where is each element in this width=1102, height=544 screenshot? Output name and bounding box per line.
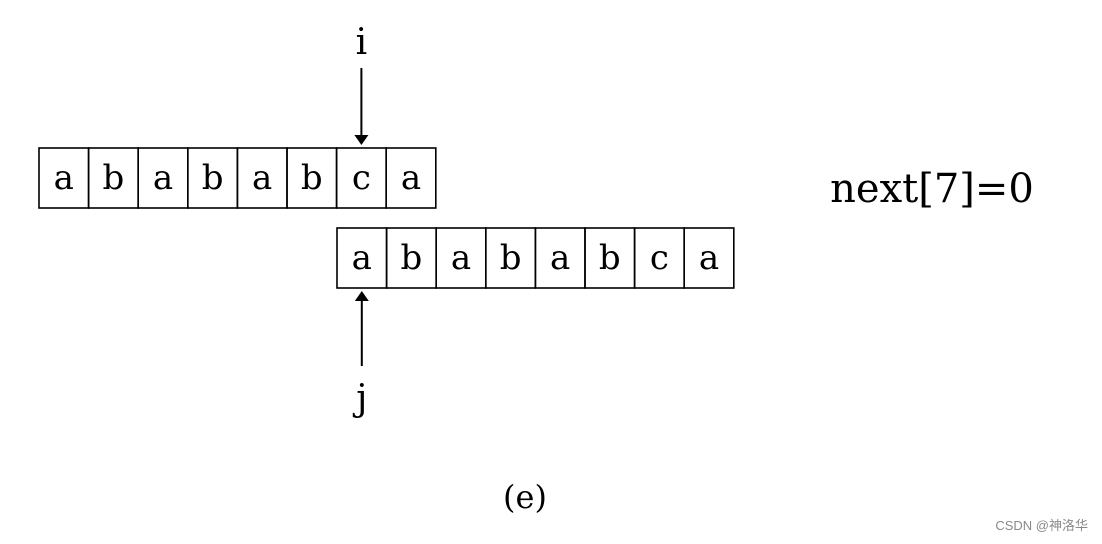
top-string-cell: b <box>286 147 338 209</box>
pattern-string-cell-char: a <box>550 238 570 278</box>
top-string-cell: a <box>38 147 90 209</box>
pattern-string-cell: b <box>584 227 636 289</box>
top-string-cell-char: c <box>352 158 371 198</box>
top-string-cell: b <box>87 147 139 209</box>
pattern-string-cell: c <box>633 227 685 289</box>
top-string-cell-char: a <box>153 158 173 198</box>
top-string-cell: a <box>385 147 437 209</box>
pattern-string-cell-char: a <box>699 238 719 278</box>
pattern-string-cell-char: a <box>451 238 471 278</box>
top-string-cell-char: a <box>54 158 74 198</box>
pointer-i-label: i <box>356 22 368 63</box>
pattern-string-cell: a <box>336 227 388 289</box>
top-string-cell: a <box>236 147 288 209</box>
next-value-equation: next[7]=0 <box>830 166 1034 212</box>
pattern-string-cell: b <box>484 227 537 289</box>
pattern-string-cell: b <box>385 227 438 289</box>
pattern-string-cell-char: a <box>352 238 372 278</box>
top-string-cell-char: a <box>252 158 272 198</box>
top-string-cell-char: b <box>202 158 224 198</box>
pattern-string-cell: a <box>534 227 586 289</box>
watermark: CSDN @神洛华 <box>995 518 1088 533</box>
top-string-cell-box <box>385 147 437 209</box>
top-string-cell: c <box>335 147 388 209</box>
top-string-cell: b <box>187 147 239 209</box>
pointer-j-label: j <box>352 378 367 419</box>
pattern-string-cell: a <box>435 227 487 289</box>
figure-caption: (e) <box>503 478 547 516</box>
pattern-string-cell-char: b <box>401 238 423 278</box>
pattern-string-cell-char: b <box>599 238 621 278</box>
pattern-string-cell-char: c <box>650 238 669 278</box>
top-string-cell-char: b <box>301 158 323 198</box>
pattern-string-cell: a <box>683 227 735 289</box>
top-string-cell-char: a <box>401 158 421 198</box>
pattern-string-cell-box <box>683 227 735 289</box>
top-string-cell: a <box>137 147 189 209</box>
top-string-cell-char: b <box>103 158 125 198</box>
pattern-string-cell-char: b <box>500 238 522 278</box>
